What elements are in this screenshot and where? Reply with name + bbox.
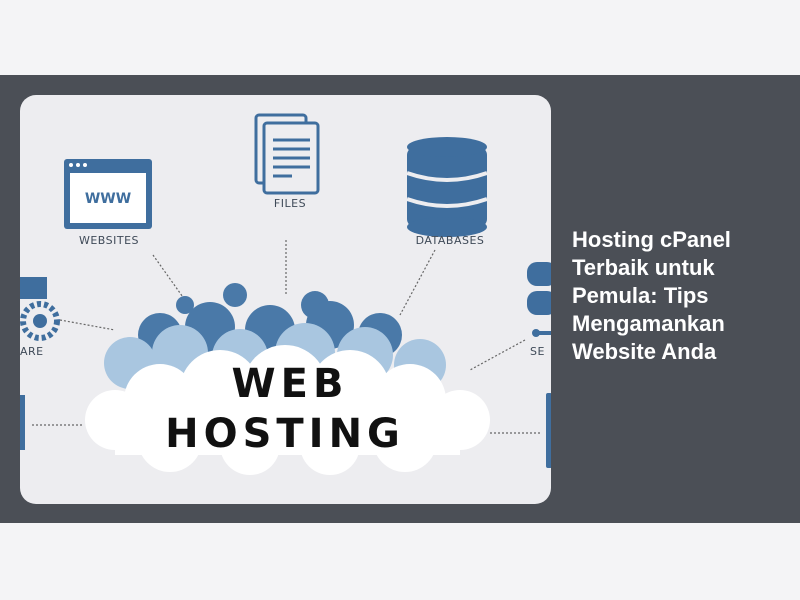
gear-icon — [20, 277, 60, 341]
right-device-icon — [546, 393, 551, 468]
database-icon — [406, 137, 488, 237]
web-heading: WEB — [232, 361, 349, 407]
server-icon — [527, 262, 551, 337]
cloud-illustration — [85, 283, 490, 475]
software-label: ARE — [20, 345, 44, 358]
databases-label: DATABASES — [416, 234, 485, 247]
files-icon — [254, 113, 320, 195]
connector-lines — [32, 240, 540, 434]
hero-image-web-hosting[interactable]: WWW WEBSITES FILES DATABASES ARE — [20, 95, 551, 504]
www-window-icon: WWW — [64, 159, 152, 229]
left-device-icon — [20, 395, 25, 450]
article-title[interactable]: Hosting cPanel Terbaik untuk Pemula: Tip… — [572, 227, 731, 364]
websites-label: WEBSITES — [79, 234, 139, 247]
servers-label: SE — [530, 345, 545, 358]
files-label: FILES — [274, 197, 306, 210]
www-label: WWW — [85, 191, 131, 207]
hosting-heading: HOSTING — [165, 411, 405, 457]
